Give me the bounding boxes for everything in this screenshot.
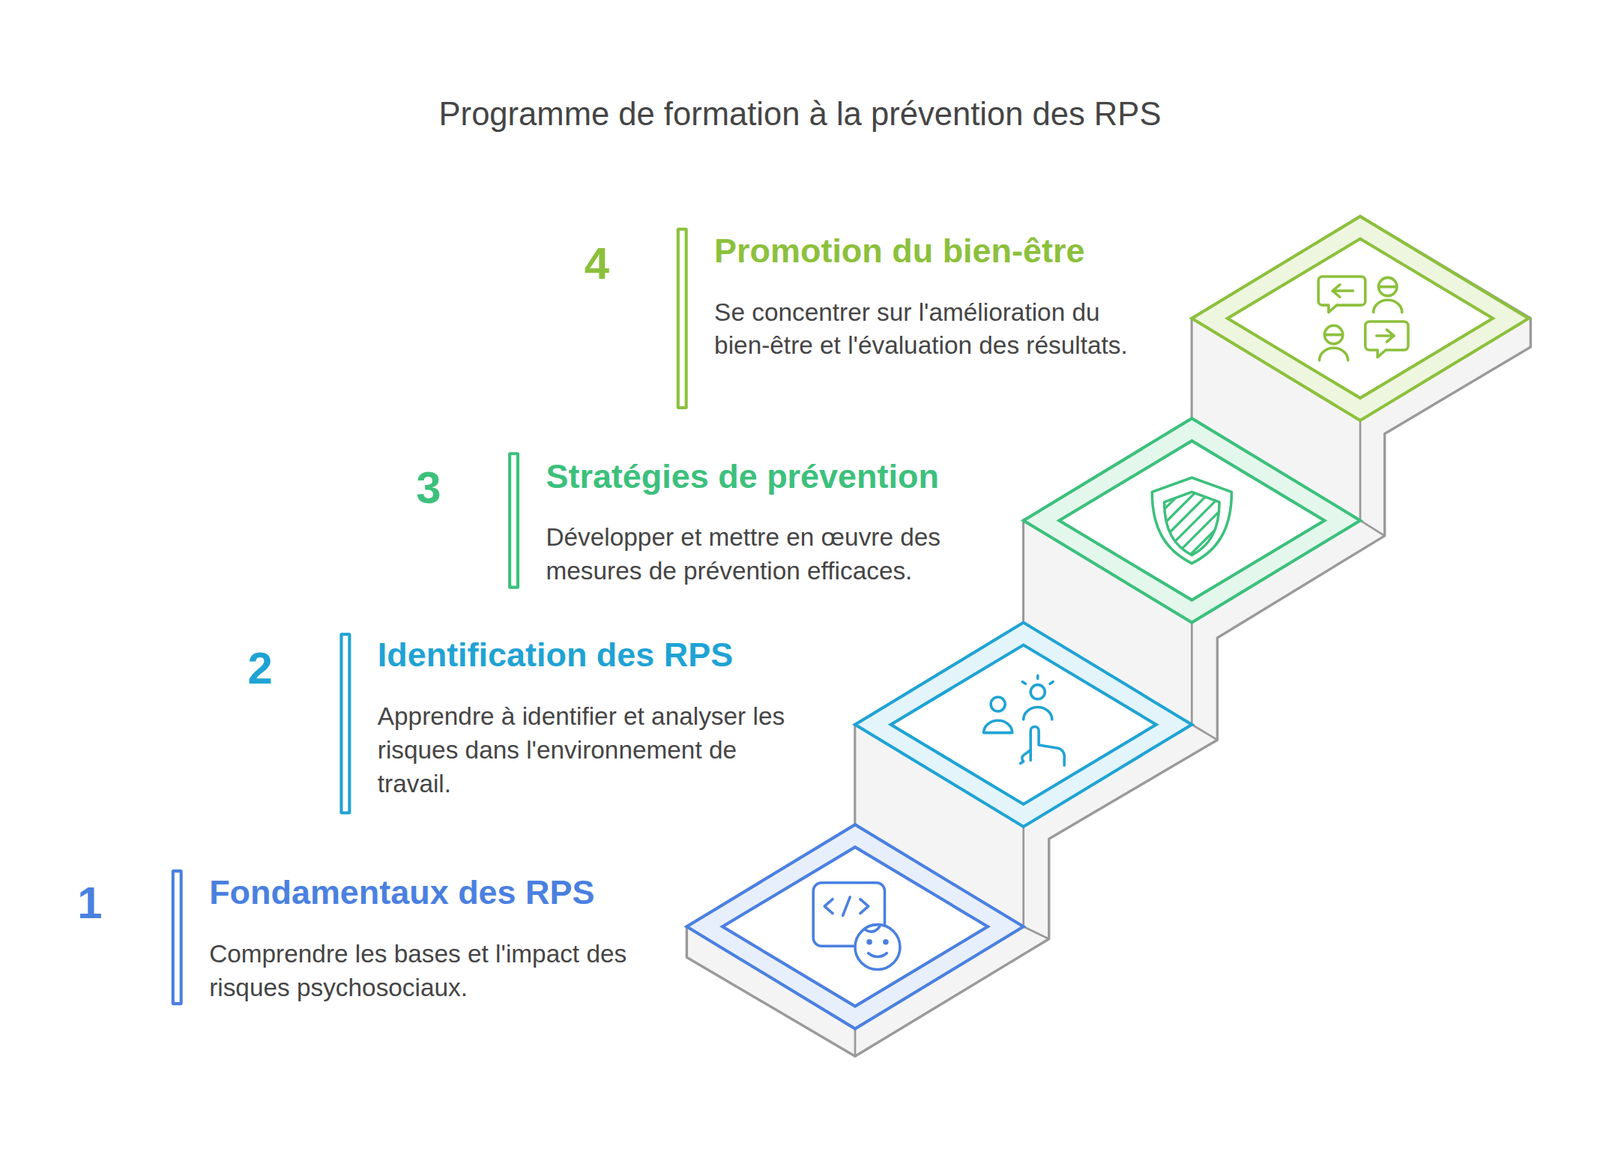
people-pointer-icon <box>983 675 1065 766</box>
step-top <box>1191 216 1529 421</box>
step-top-inner <box>891 645 1157 805</box>
step-top-inner <box>722 846 988 1006</box>
step-heading: Fondamentaux des RPS <box>209 872 643 913</box>
step-top <box>1023 418 1361 623</box>
diagram-title: Programme de formation à la prévention d… <box>0 93 1600 135</box>
step-heading: Promotion du bien-être <box>714 230 1153 272</box>
step-number: 2 <box>229 642 291 694</box>
step-description: Apprendre à identifier et analyser les r… <box>377 699 802 801</box>
accent-bar <box>508 451 520 589</box>
step-top <box>855 622 1192 827</box>
accent-bar <box>339 632 351 814</box>
step-text-block: Fondamentaux des RPS Comprendre les bases… <box>209 872 643 1005</box>
step-heading: Identification des RPS <box>377 634 802 676</box>
accent-bar <box>676 227 688 410</box>
step-top-inner <box>1227 239 1493 398</box>
stair-edge <box>1360 520 1385 536</box>
step-top-inner <box>1058 440 1325 600</box>
step-text-block: Identification des RPS Apprendre à identi… <box>377 634 802 801</box>
shield-icon <box>1151 477 1240 571</box>
step-description: Se concentrer sur l'amélioration du bien… <box>714 295 1153 363</box>
step-number: 3 <box>397 462 460 514</box>
accent-bar <box>171 869 183 1005</box>
conversation-icon <box>1318 276 1409 361</box>
step-heading: Stratégies de prévention <box>545 456 995 497</box>
stair-edge <box>1023 926 1050 939</box>
step-text-block: Stratégies de préventionDévelopper et me… <box>545 456 995 589</box>
stair-body <box>686 216 1531 1057</box>
step-number: 1 <box>59 877 121 929</box>
stair-edge <box>1191 724 1218 740</box>
step-description: Comprendre les bases et l'impact des ris… <box>209 936 643 1005</box>
code-face-icon <box>813 882 901 970</box>
step-top <box>686 824 1023 1029</box>
step-number: 4 <box>566 237 629 289</box>
step-description: Développer et mettre en œuvre des mesure… <box>545 520 995 588</box>
stair-edge <box>854 1028 857 1056</box>
step-text-block: Promotion du bien-être Se concentrer sur … <box>714 230 1153 363</box>
